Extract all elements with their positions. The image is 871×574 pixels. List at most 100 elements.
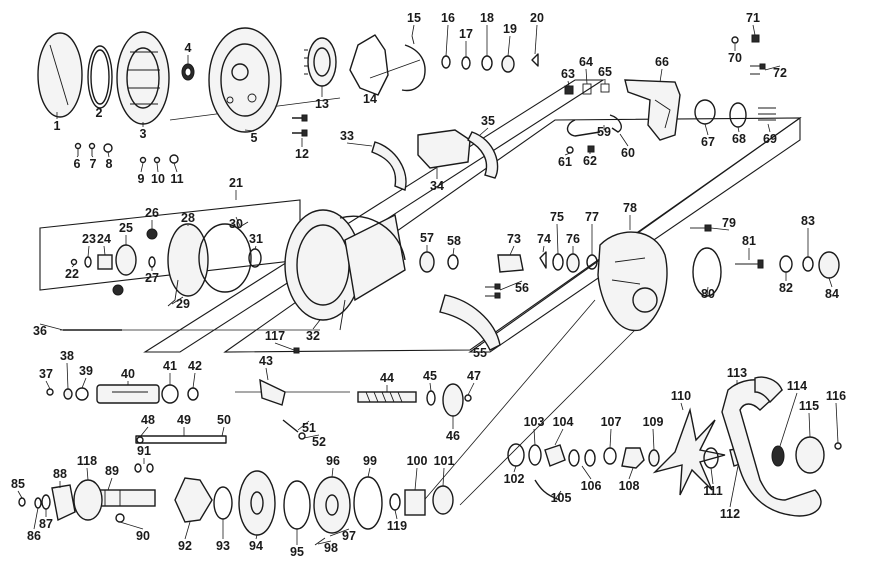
part-number-label-14: 14 (363, 92, 377, 106)
part-number-label-86: 86 (27, 529, 41, 543)
part-number-label-49: 49 (177, 413, 191, 427)
part-12-screws (292, 114, 308, 137)
part-number-label-48: 48 (141, 413, 155, 427)
part-1-side-plate-cover (37, 32, 83, 118)
part-55-56-levelwind-cover (439, 283, 501, 351)
part-number-label-51: 51 (302, 421, 316, 435)
leader-line-10 (156, 162, 159, 173)
leader-line-110 (680, 402, 684, 411)
part-number-label-29: 29 (176, 297, 190, 311)
leader-line-30 (235, 216, 241, 227)
part-number-label-64: 64 (579, 55, 593, 69)
leader-line-63 (567, 80, 570, 87)
leader-line-117 (274, 342, 295, 351)
part-43-52-worm-gear (135, 378, 306, 444)
part-number-label-50: 50 (217, 413, 231, 427)
part-number-label-43: 43 (259, 354, 273, 368)
leader-line-108 (628, 467, 634, 480)
part-63-65-pins (564, 83, 610, 95)
leader-line-43 (265, 367, 269, 381)
leader-line-74 (542, 245, 545, 253)
part-number-label-17: 17 (459, 27, 473, 41)
part-number-label-79: 79 (722, 216, 736, 230)
leader-line-7 (91, 155, 94, 158)
leader-line-47 (467, 382, 475, 396)
part-number-label-76: 76 (566, 232, 580, 246)
part-number-label-34: 34 (430, 179, 444, 193)
leader-line-84 (828, 277, 833, 288)
part-number-label-24: 24 (97, 232, 111, 246)
leader-line-15 (411, 24, 415, 37)
leader-line-22 (71, 264, 75, 268)
part-number-label-44: 44 (380, 371, 394, 385)
leader-line-31 (254, 245, 257, 250)
part-number-label-77: 77 (585, 210, 599, 224)
part-number-label-13: 13 (315, 97, 329, 111)
part-2-o-ring (87, 45, 113, 109)
leader-line-37 (45, 380, 51, 390)
leader-line-68 (737, 126, 740, 133)
leader-line-107 (609, 428, 612, 449)
part-number-label-97: 97 (342, 529, 356, 543)
part-number-label-23: 23 (82, 232, 96, 246)
part-110-star-drag (652, 407, 726, 496)
part-number-label-58: 58 (447, 234, 461, 248)
leader-line-42 (192, 372, 196, 389)
part-number-label-89: 89 (105, 464, 119, 478)
part-number-label-28: 28 (181, 211, 195, 225)
part-number-label-100: 100 (407, 454, 428, 468)
leader-line-92 (184, 521, 191, 540)
leader-line-67 (704, 123, 709, 136)
part-102-109-star-drag-stack (507, 443, 660, 501)
part-number-label-90: 90 (136, 529, 150, 543)
part-114-116-handle-nut (771, 436, 842, 474)
leader-line-114 (779, 392, 798, 447)
part-number-label-59: 59 (597, 125, 611, 139)
leader-line-64 (585, 68, 588, 85)
part-number-label-56: 56 (515, 281, 529, 295)
part-number-label-47: 47 (467, 369, 481, 383)
leader-line-101 (442, 467, 445, 487)
leader-line-23 (87, 245, 90, 258)
part-number-label-22: 22 (65, 267, 79, 281)
leader-line-109 (652, 428, 655, 451)
leader-line-58 (452, 247, 455, 256)
part-number-label-61: 61 (558, 155, 572, 169)
part-number-label-57: 57 (420, 231, 434, 245)
part-57-58-bearings (419, 251, 459, 273)
part-100-101-bearings (389, 485, 454, 516)
leader-line-111 (710, 467, 714, 485)
part-37-42-levelwind-shaft (46, 384, 199, 404)
leader-line-105 (555, 490, 562, 499)
part-number-label-5: 5 (251, 131, 258, 145)
part-number-label-109: 109 (643, 415, 664, 429)
part-number-label-111: 111 (703, 484, 723, 498)
leader-line-80 (706, 286, 709, 297)
part-number-label-62: 62 (583, 154, 597, 168)
part-number-label-40: 40 (121, 367, 135, 381)
part-78-side-plate (597, 224, 712, 332)
part-number-label-45: 45 (423, 369, 437, 383)
part-number-label-82: 82 (779, 281, 793, 295)
leader-line-39 (81, 377, 87, 389)
part-number-label-18: 18 (480, 11, 494, 25)
part-15-clip (401, 35, 426, 92)
leader-line-51 (297, 420, 310, 431)
leader-line-38 (66, 362, 69, 390)
part-number-label-27: 27 (145, 271, 159, 285)
leader-line-19 (507, 35, 511, 57)
part-number-label-118: 118 (77, 454, 97, 468)
part-number-label-41: 41 (163, 359, 177, 373)
part-4-bearing (181, 63, 195, 81)
leader-line-104 (554, 428, 564, 446)
part-number-label-52: 52 (312, 435, 326, 449)
leader-line-85 (17, 490, 23, 499)
part-number-label-3: 3 (140, 127, 147, 141)
part-number-label-99: 99 (363, 454, 377, 468)
leader-line-5 (244, 129, 255, 132)
leader-line-8 (107, 151, 110, 158)
part-number-label-9: 9 (138, 172, 145, 186)
part-number-label-80: 80 (701, 287, 715, 301)
part-number-label-39: 39 (79, 364, 93, 378)
